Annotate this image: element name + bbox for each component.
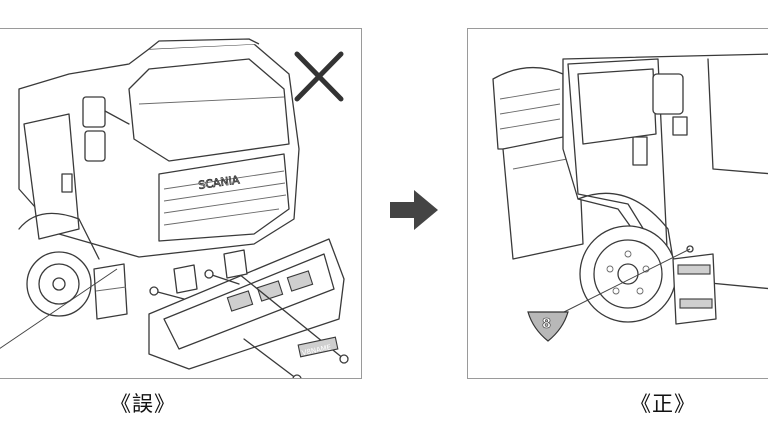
wrong-panel: SCANIA V8NAME bbox=[0, 28, 362, 379]
fairing bbox=[492, 66, 564, 150]
right-panel: 8 bbox=[467, 28, 768, 379]
side-skirt bbox=[502, 133, 584, 260]
caption-correct: 《正》 bbox=[630, 392, 696, 416]
roof-visor bbox=[148, 38, 260, 50]
name-plate bbox=[297, 336, 339, 358]
badge-text: 8 bbox=[542, 317, 551, 332]
grille bbox=[158, 153, 290, 242]
arrow-right-icon bbox=[390, 190, 438, 230]
v8-badge-icon: 8 bbox=[527, 311, 569, 342]
step bbox=[93, 263, 128, 320]
x-mark-icon bbox=[294, 51, 344, 102]
side-mirror bbox=[82, 96, 106, 128]
windshield bbox=[128, 58, 290, 162]
right-illustration: 8 bbox=[492, 53, 768, 342]
wrong-illustration: SCANIA V8NAME bbox=[0, 38, 349, 378]
brand-text: SCANIA bbox=[198, 173, 241, 192]
side-mirror bbox=[652, 73, 684, 115]
door bbox=[23, 113, 80, 240]
caption-wrong: 《誤》 bbox=[110, 392, 176, 416]
